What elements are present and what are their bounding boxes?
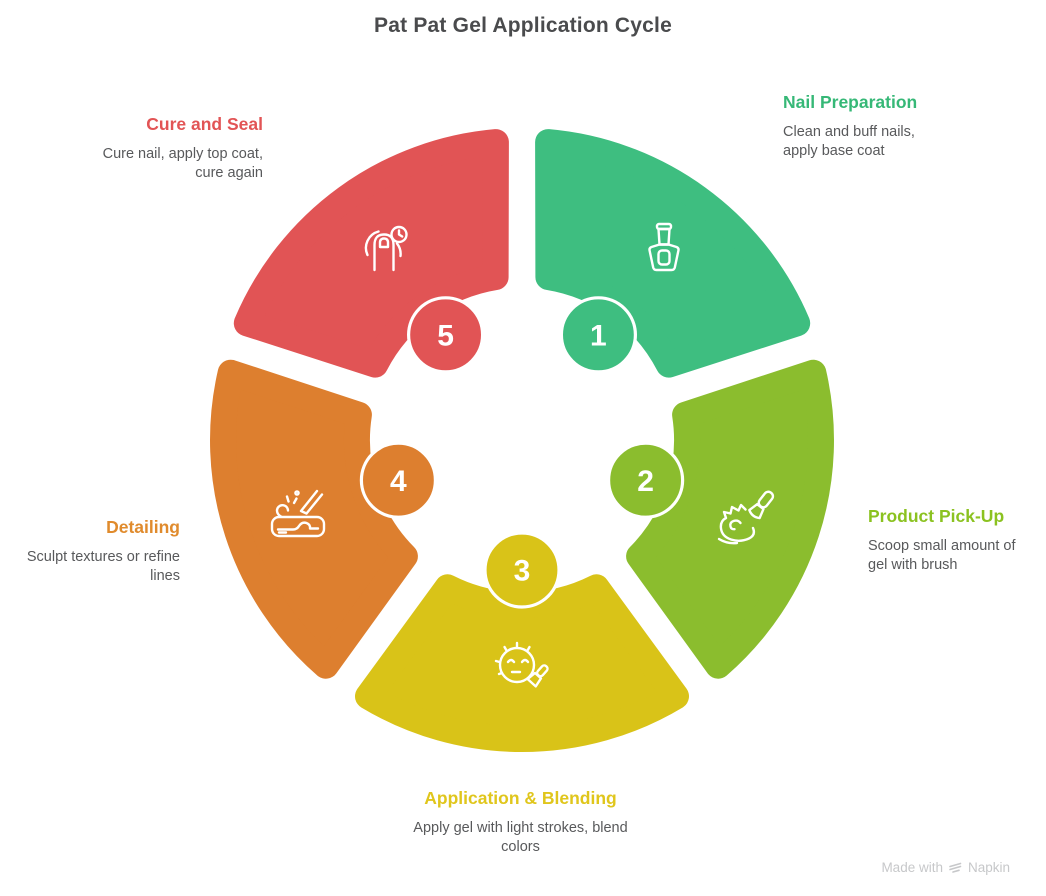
segment-shape-nail-preparation (535, 129, 811, 378)
segment-number-badge-5: 5 (407, 296, 485, 374)
svg-text:5: 5 (437, 320, 454, 353)
finger-with-clock-icon (364, 225, 408, 272)
segment-description: Cure nail, apply top coat, cure again (102, 146, 263, 181)
segment-shape-cure-and-seal (233, 129, 509, 378)
napkin-logo-icon (949, 862, 962, 873)
segment-number-badge-2: 2 (606, 441, 685, 519)
segment-description: Clean and buff nails, apply base coat (783, 124, 915, 159)
face-with-brush-icon (494, 641, 549, 688)
svg-text:2: 2 (637, 465, 654, 498)
segment-number-badge-1: 1 (559, 296, 638, 374)
watermark: Made with Napkin (881, 860, 1010, 875)
page-title: Pat Pat Gel Application Cycle (374, 14, 672, 37)
segment-title: Nail Preparation (783, 92, 918, 112)
segment-description: Scoop small amount of gel with brush (868, 538, 1016, 573)
segment-number-badge-3: 3 (483, 531, 561, 609)
segment-title: Cure and Seal (146, 114, 263, 134)
svg-text:3: 3 (514, 555, 531, 588)
svg-text:4: 4 (390, 465, 407, 498)
brush-scooping-gel-icon (717, 490, 775, 545)
sculpting-tool-icon (270, 489, 326, 538)
segment-description: Sculpt textures or refine lines (26, 549, 180, 584)
watermark-brand: Napkin (967, 860, 1010, 875)
segment-label-cure-and-seal: Cure and Seal Cure nail, apply top coat,… (83, 112, 263, 183)
segment-description: Apply gel with light strokes, blend colo… (413, 820, 628, 855)
segment-label-application-blending: Application & Blending Apply gel with li… (408, 786, 633, 857)
segment-title: Application & Blending (424, 788, 617, 808)
segment-label-detailing: Detailing Sculpt textures or refine line… (10, 515, 180, 586)
svg-text:1: 1 (590, 320, 607, 353)
segment-title: Detailing (106, 517, 180, 537)
segment-shape-detailing (210, 359, 418, 679)
segment-label-nail-preparation: Nail Preparation Clean and buff nails, a… (783, 90, 928, 161)
segment-label-product-pick-up: Product Pick-Up Scoop small amount of ge… (868, 504, 1018, 575)
segment-shape-product-pick-up (626, 359, 834, 679)
segment-number-badge-4: 4 (359, 441, 437, 519)
watermark-prefix: Made with (881, 860, 943, 875)
segment-title: Product Pick-Up (868, 506, 1005, 526)
nail-polish-bottle-icon (648, 222, 680, 272)
